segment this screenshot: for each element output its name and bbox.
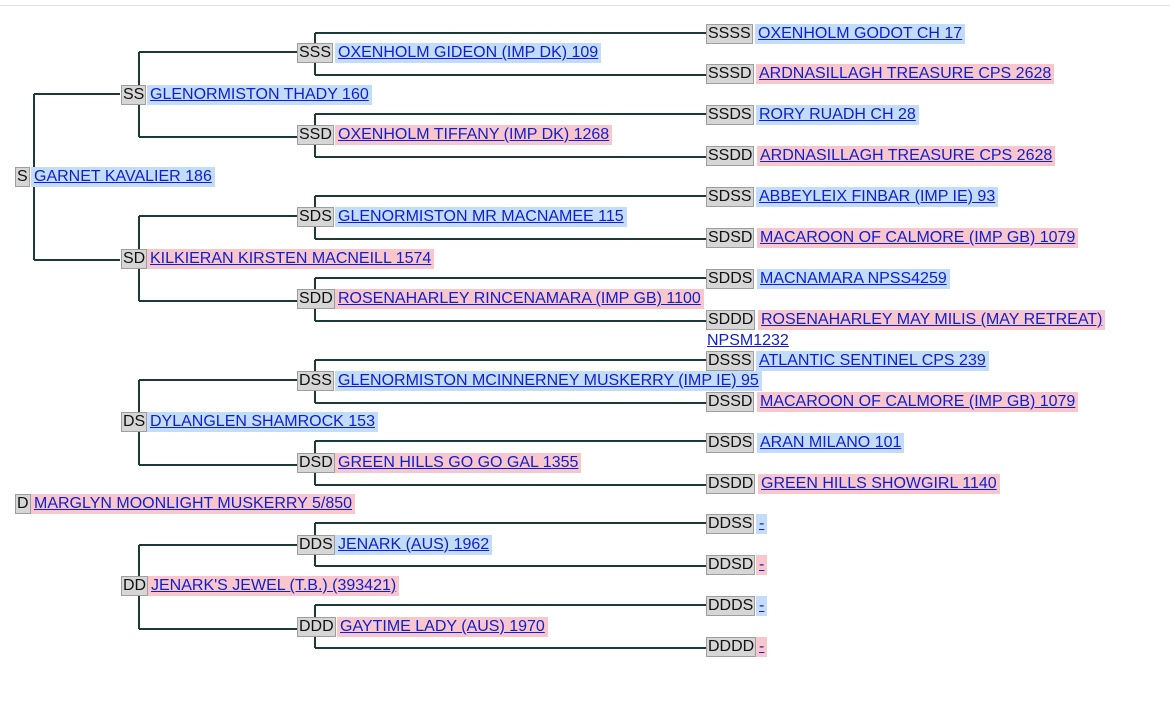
position-tag: SDSS	[706, 187, 754, 207]
position-tag: DDDD	[706, 637, 757, 657]
horse-link[interactable]: OXENHOLM GODOT CH 17	[755, 24, 966, 44]
position-tag: SSS	[297, 43, 334, 63]
position-tag: DSDD	[706, 474, 756, 494]
horse-link[interactable]: -	[756, 637, 768, 657]
position-tag: SSSS	[706, 24, 753, 44]
horse-link[interactable]: GARNET KAVALIER 186	[31, 167, 215, 187]
horse-link[interactable]: GAYTIME LADY (AUS) 1970	[337, 617, 548, 637]
horse-link[interactable]: MACNAMARA NPSS4259	[757, 269, 950, 289]
position-tag: SDS	[297, 207, 334, 227]
position-tag: SSD	[297, 125, 334, 145]
position-tag: DDDS	[706, 596, 756, 616]
horse-link-continuation[interactable]: NPSM1232	[707, 332, 789, 349]
position-tag: SSDS	[706, 105, 754, 125]
position-tag: SSDD	[706, 146, 755, 166]
horse-link[interactable]: ROSENAHARLEY MAY MILIS (MAY RETREAT)	[758, 310, 1106, 330]
horse-link[interactable]: GREEN HILLS SHOWGIRL 1140	[758, 474, 1000, 494]
horse-link[interactable]: ROSENAHARLEY RINCENAMARA (IMP GB) 1100	[335, 289, 704, 309]
position-tag: D	[15, 494, 31, 514]
horse-link[interactable]: DYLANGLEN SHAMROCK 153	[147, 412, 378, 432]
horse-link[interactable]: JENARK'S JEWEL (T.B.) (393421)	[148, 576, 400, 596]
position-tag: SS	[121, 85, 147, 105]
horse-link[interactable]: ATLANTIC SENTINEL CPS 239	[756, 351, 989, 371]
horse-link[interactable]: -	[756, 514, 768, 534]
position-tag: DDD	[297, 617, 336, 637]
horse-link[interactable]: -	[756, 596, 768, 616]
horse-link[interactable]: RORY RUADH CH 28	[756, 105, 919, 125]
horse-link[interactable]: MACAROON OF CALMORE (IMP GB) 1079	[757, 228, 1079, 248]
horse-link[interactable]: ABBEYLEIX FINBAR (IMP IE) 93	[756, 187, 999, 207]
horse-link[interactable]: ARDNASILLAGH TREASURE CPS 2628	[757, 146, 1056, 166]
position-tag: SDDS	[706, 269, 755, 289]
position-tag: DS	[121, 412, 148, 432]
position-tag: DSS	[297, 371, 334, 391]
top-divider	[0, 5, 1170, 6]
position-tag: SDSD	[706, 228, 755, 248]
position-tag: SDD	[297, 289, 335, 309]
position-tag: DSSD	[706, 392, 755, 412]
position-tag: SD	[121, 249, 148, 269]
position-tag: DSSS	[706, 351, 754, 371]
horse-link[interactable]: GREEN HILLS GO GO GAL 1355	[335, 453, 582, 473]
position-tag: DDS	[297, 535, 335, 555]
horse-link[interactable]: JENARK (AUS) 1962	[335, 535, 493, 555]
horse-link[interactable]: GLENORMISTON THADY 160	[147, 85, 372, 105]
horse-link[interactable]: ARDNASILLAGH TREASURE CPS 2628	[756, 64, 1055, 84]
horse-link[interactable]: KILKIERAN KIRSTEN MACNEILL 1574	[147, 249, 435, 269]
position-tag: DD	[121, 576, 149, 596]
horse-link[interactable]: GLENORMISTON MCINNERNEY MUSKERRY (IMP IE…	[335, 371, 762, 391]
horse-link[interactable]: OXENHOLM GIDEON (IMP DK) 109	[335, 43, 602, 63]
position-tag: DSDS	[706, 433, 755, 453]
position-tag: DDSD	[706, 555, 756, 575]
position-tag: DDSS	[706, 514, 755, 534]
position-tag: DSD	[297, 453, 335, 473]
position-tag: S	[15, 167, 30, 187]
position-tag: SDDD	[706, 310, 756, 330]
horse-link[interactable]: GLENORMISTON MR MACNAMEE 115	[335, 207, 627, 227]
horse-link[interactable]: ARAN MILANO 101	[757, 433, 905, 453]
horse-link[interactable]: -	[756, 555, 768, 575]
horse-link[interactable]: MACAROON OF CALMORE (IMP GB) 1079	[757, 392, 1079, 412]
horse-link[interactable]: OXENHOLM TIFFANY (IMP DK) 1268	[335, 125, 613, 145]
position-tag: SSSD	[706, 64, 754, 84]
horse-link[interactable]: MARGLYN MOONLIGHT MUSKERRY 5/850	[31, 494, 356, 514]
